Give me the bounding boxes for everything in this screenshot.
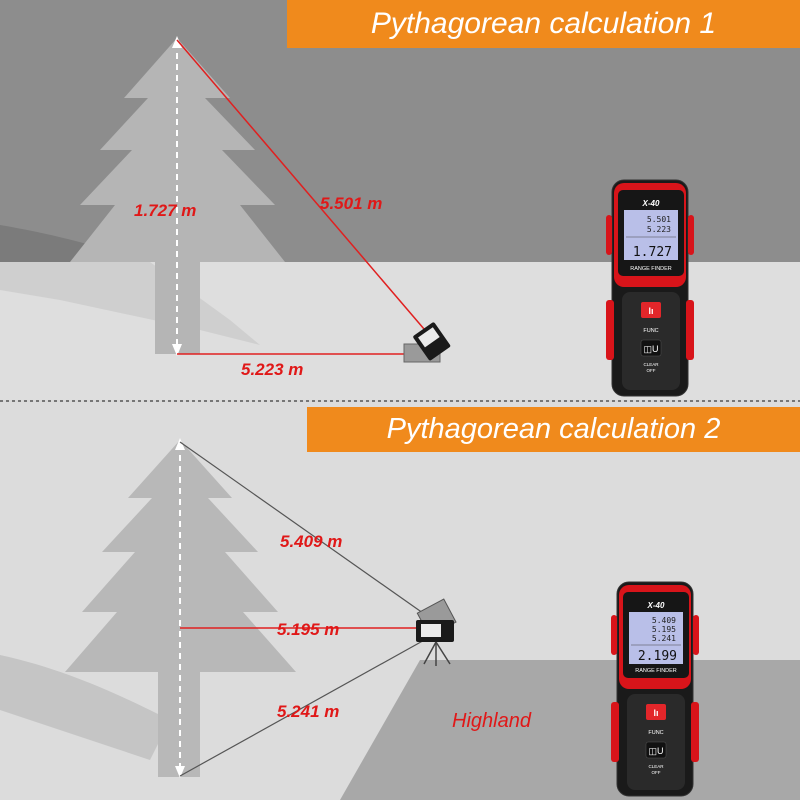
device2-lcd-line3: 5.241 xyxy=(652,634,676,643)
device2-func-button[interactable] xyxy=(645,741,667,759)
device1-range-label: RANGE FINDER xyxy=(630,266,672,272)
device1-lcd-main: 1.727 xyxy=(633,245,672,260)
ground-device-1 xyxy=(403,322,451,363)
p1-height-label: 1.727 m xyxy=(134,201,197,220)
p1-hypotenuse-label: 5.501 m xyxy=(320,194,383,213)
highland-label: Highland xyxy=(452,710,531,732)
laser-lower-2 xyxy=(179,637,429,777)
device2-lcd-line1: 5.409 xyxy=(652,616,676,625)
device2-model: X-40 xyxy=(647,601,665,610)
device1-model: X-40 xyxy=(642,199,660,208)
device2-func-label: FUNC xyxy=(648,730,663,736)
device2-lcd-main: 2.199 xyxy=(638,649,677,664)
device1-measure-button[interactable] xyxy=(641,302,661,318)
rangefinder-device-2: X-40 5.409 5.195 5.241 2.199 RANGE FINDE… xyxy=(611,581,699,797)
tree2-arrow-top xyxy=(175,438,185,450)
device2-off-label: OFF xyxy=(652,770,661,775)
device1-clear-label: CLEAR xyxy=(643,362,659,367)
p2-upper-label: 5.409 m xyxy=(280,532,343,551)
device1-func-button[interactable] xyxy=(640,339,662,357)
device1-lcd xyxy=(624,210,678,260)
device2-measure-icon: lı xyxy=(653,708,658,718)
tree2-arrow-bottom xyxy=(175,766,185,778)
laser-upper-2 xyxy=(179,441,431,619)
laser-hypotenuse-1 xyxy=(176,39,431,337)
rangefinder-device-1: X-40 5.501 5.223 1.727 RANGE FINDER lı F… xyxy=(606,179,694,397)
device2-measure-button[interactable] xyxy=(646,704,666,720)
p2-horizontal-label: 5.195 m xyxy=(277,620,340,639)
device1-lcd-line2: 5.223 xyxy=(647,225,671,234)
device2-lcd xyxy=(629,612,683,664)
highland-ground xyxy=(340,660,800,800)
device1-func-label: FUNC xyxy=(643,328,658,334)
banner-calculation-1: Pythagorean calculation 1 xyxy=(287,0,800,48)
device2-range-label: RANGE FINDER xyxy=(635,668,677,674)
device1-lcd-line1: 5.501 xyxy=(647,215,671,224)
device1-off-label: OFF xyxy=(647,368,656,373)
device1-measure-icon: lı xyxy=(648,306,653,316)
p2-lower-label: 5.241 m xyxy=(277,702,340,721)
device2-func-icon: ◫U xyxy=(648,746,663,756)
tree1-arrow-bottom xyxy=(172,344,182,356)
tripod-device-2 xyxy=(416,598,457,666)
p1-base-label: 5.223 m xyxy=(241,360,304,379)
tree1-arrow-top xyxy=(172,36,182,48)
device1-func-icon: ◫U xyxy=(643,344,658,354)
tree2-shadow xyxy=(0,655,170,760)
device2-lcd-line2: 5.195 xyxy=(652,625,676,634)
banner-calculation-2: Pythagorean calculation 2 xyxy=(307,407,800,452)
device2-clear-label: CLEAR xyxy=(648,764,664,769)
